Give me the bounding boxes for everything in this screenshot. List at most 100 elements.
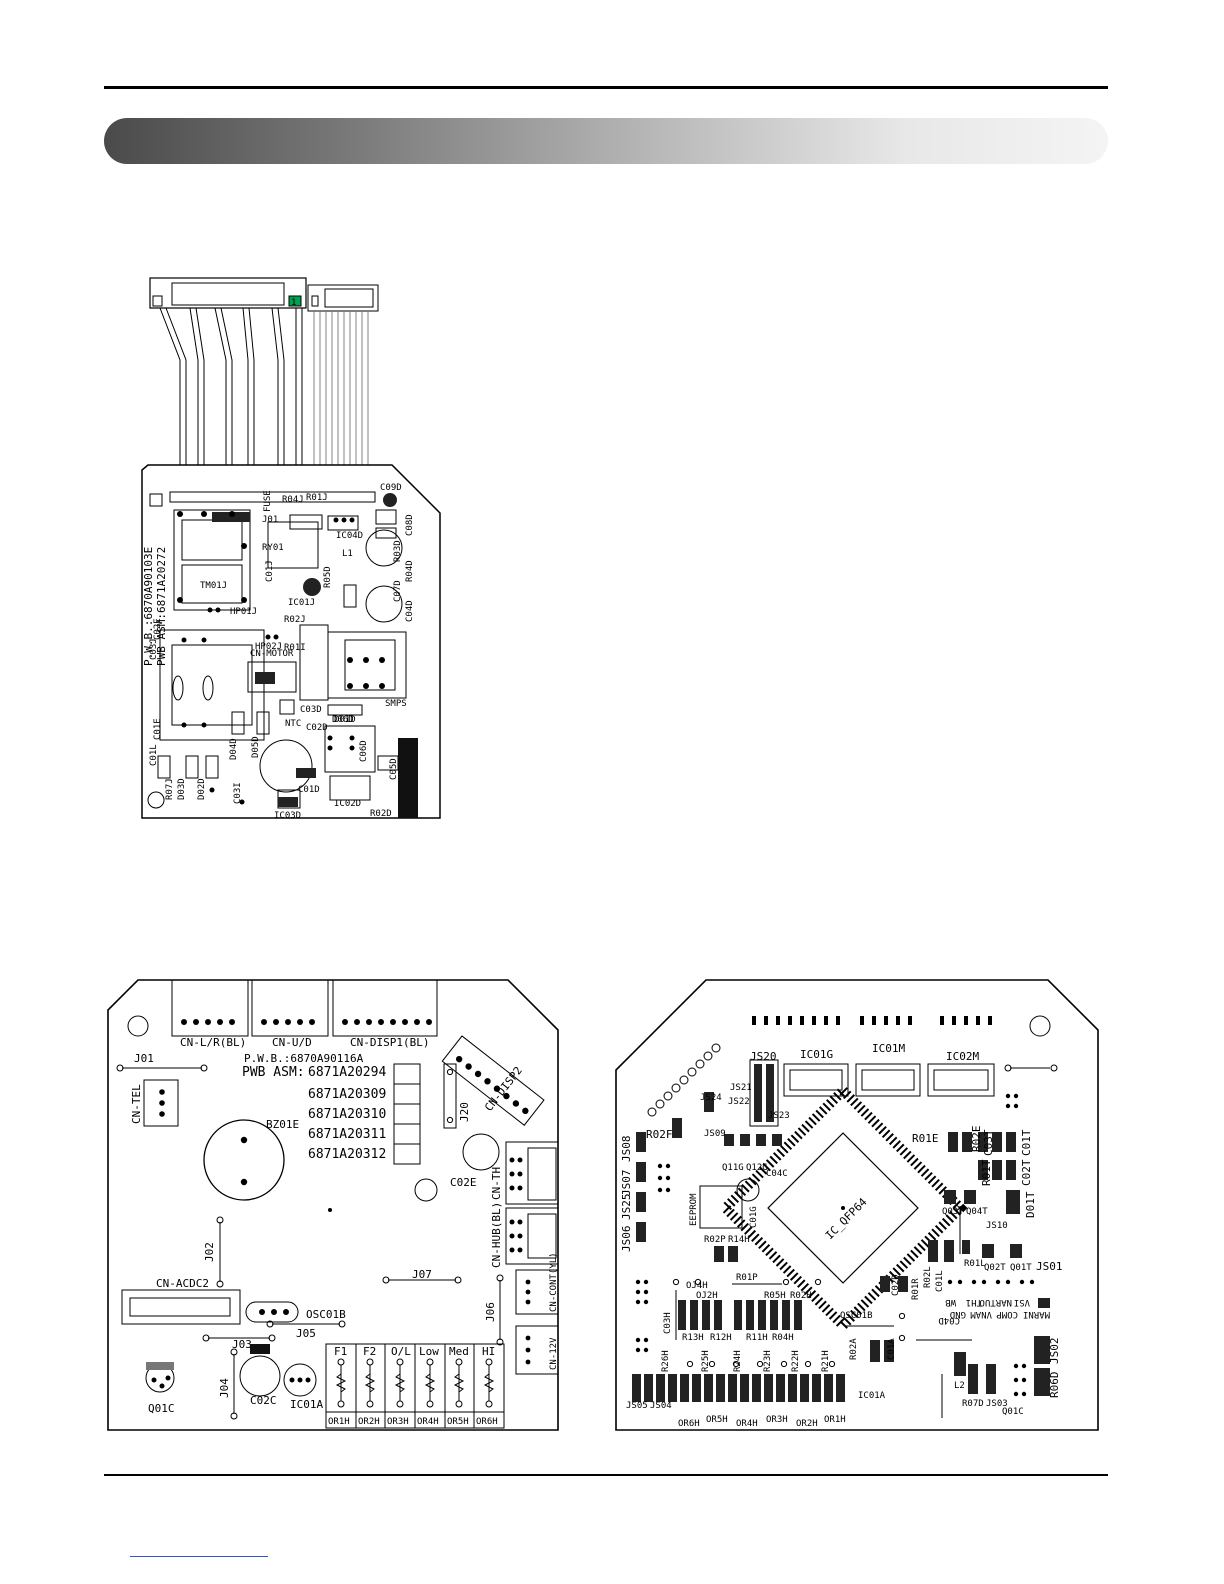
br-r12h: R12H xyxy=(710,1333,732,1343)
br-q11g: Q11G xyxy=(722,1163,744,1173)
bl-osc01b: OSC01B xyxy=(306,1308,346,1321)
br-r01e: R01E xyxy=(912,1132,939,1145)
br-r04h: R04H xyxy=(772,1333,794,1343)
br-or6h: OR6H xyxy=(678,1419,700,1429)
br-l2: L2 xyxy=(954,1381,965,1391)
br-r06d: R06D xyxy=(1048,1372,1061,1399)
bl-opt-f1: F1 xyxy=(334,1345,347,1358)
br-r14h: R14H xyxy=(728,1235,750,1245)
br-small-pads xyxy=(635,1093,1035,1397)
br-c04c: C04C xyxy=(766,1169,788,1179)
br-js02: JS02 xyxy=(1048,1338,1061,1365)
top-label-c05d: C05D xyxy=(389,758,399,780)
bl-j01: J01 xyxy=(134,1052,154,1065)
br-r01p: R01P xyxy=(736,1273,758,1283)
br-rot-marni: MARNI xyxy=(1023,1309,1050,1319)
br-eeprom: EEPROM xyxy=(689,1193,699,1226)
br-oj4h: OJ4H xyxy=(686,1281,708,1291)
br-c01a: C01A xyxy=(887,1338,897,1360)
top-label-hp01j: HP01J xyxy=(230,607,257,617)
br-r02f: R02F xyxy=(646,1128,673,1141)
top-asm-label: PWB ASM:6871A20272 xyxy=(155,547,168,666)
bl-ic01a: IC01A xyxy=(290,1398,323,1411)
br-r25h: R25H xyxy=(701,1350,711,1372)
bl-conn-tel: CN-TEL xyxy=(130,1084,143,1124)
board-edge-strip xyxy=(398,738,418,818)
bl-opt-or4h: OR4H xyxy=(417,1417,439,1427)
top-label-d06d: D06D xyxy=(332,715,354,725)
top-label-c03j: C03J xyxy=(149,638,159,660)
top-board-outline xyxy=(141,464,441,819)
bl-opt-f2: F2 xyxy=(363,1345,376,1358)
br-or5h: OR5H xyxy=(706,1415,728,1425)
top-label-ic03d: IC03D xyxy=(274,811,301,821)
br-c02d: C02D xyxy=(891,1274,901,1296)
top-label-ntc: NTC xyxy=(285,719,301,729)
top-label-ic04d: IC04D xyxy=(336,531,363,541)
br-ic01g: IC01G xyxy=(800,1048,833,1061)
top-label-c01j: C01J xyxy=(265,560,275,582)
top-label-c03d: C03D xyxy=(300,705,322,715)
bl-asm-check-boxes xyxy=(393,1063,421,1165)
left-harness-connector: 1 xyxy=(149,277,307,309)
br-r01t: R01T xyxy=(980,1159,993,1186)
br-rot-vsi: VSI xyxy=(1014,1297,1030,1307)
bl-conn-12v: CN-12V xyxy=(549,1337,559,1370)
bl-bz01e: BZ01E xyxy=(266,1118,299,1131)
br-test-points xyxy=(672,1278,906,1368)
bl-asm-0: 6871A20294 xyxy=(308,1065,386,1080)
br-js09: JS09 xyxy=(704,1129,726,1139)
bl-conn-ud: CN-U/D xyxy=(272,1036,312,1049)
br-c03t: C03T xyxy=(982,1129,995,1156)
top-label-c04d: C04D xyxy=(405,600,415,622)
top-label-d05d: D05D xyxy=(251,736,261,758)
br-c03h: C03H xyxy=(663,1312,673,1334)
harness-wires xyxy=(159,307,303,495)
br-r23h: R23H xyxy=(763,1350,773,1372)
section-banner xyxy=(104,118,1108,164)
signal-connector xyxy=(307,284,379,312)
br-r11h: R11H xyxy=(746,1333,768,1343)
top-label-c07d: C07D xyxy=(393,580,403,602)
pin1-label: 1 xyxy=(291,298,296,308)
br-r02p: R02P xyxy=(704,1235,726,1245)
bl-q01c: Q01C xyxy=(148,1402,175,1415)
br-c02t: C02T xyxy=(1020,1159,1033,1186)
top-label-ic02d: IC02D xyxy=(334,799,361,809)
br-ic01m: IC01M xyxy=(872,1042,905,1055)
top-label-j01: J01 xyxy=(262,515,278,525)
top-label-c08d: C08D xyxy=(405,514,415,536)
br-q01c: Q01C xyxy=(1002,1407,1024,1417)
header-rule xyxy=(104,86,1108,89)
br-r02a: R02A xyxy=(849,1338,859,1360)
br-rot-wb: WB xyxy=(945,1297,956,1307)
top-label-c03i: C03I xyxy=(233,782,243,804)
bl-connector-pins xyxy=(181,1019,432,1025)
top-label-tm01j: TM01J xyxy=(200,581,227,591)
top-label-smps: SMPS xyxy=(385,699,407,709)
br-r26h: R26H xyxy=(661,1350,671,1372)
top-label-hp02j: HP02J xyxy=(255,642,282,652)
top-label-cnmotor: CN-MOTOR xyxy=(250,649,294,659)
br-diagonal-pads xyxy=(647,1043,721,1117)
bl-board-outline xyxy=(107,979,559,1431)
top-label-r02d: R02D xyxy=(370,809,392,819)
top-label-r05d: R05D xyxy=(323,566,333,588)
br-top-headers xyxy=(752,1016,992,1025)
br-q03t: Q03T xyxy=(942,1207,964,1217)
br-js24: JS24 xyxy=(700,1093,722,1103)
br-ic01a: IC01A xyxy=(858,1391,886,1401)
top-label-d01d: D01D xyxy=(334,715,356,725)
top-pwb-label: P.W.B.:6870A90103E xyxy=(142,547,155,666)
br-r13h: R13H xyxy=(682,1333,704,1343)
br-osc01b: OSC01B xyxy=(840,1311,873,1321)
br-q01t: Q01T xyxy=(1010,1263,1032,1273)
br-right-smd xyxy=(880,1132,1050,1396)
top-label-fuse: FUSE xyxy=(263,490,273,512)
top-label-c02d: C02D xyxy=(306,723,328,733)
bl-opt-hi: HI xyxy=(482,1345,495,1358)
top-label-r07j: R07J xyxy=(165,778,175,800)
bl-j05: J05 xyxy=(296,1327,316,1340)
bl-j20: J20 xyxy=(458,1102,471,1122)
